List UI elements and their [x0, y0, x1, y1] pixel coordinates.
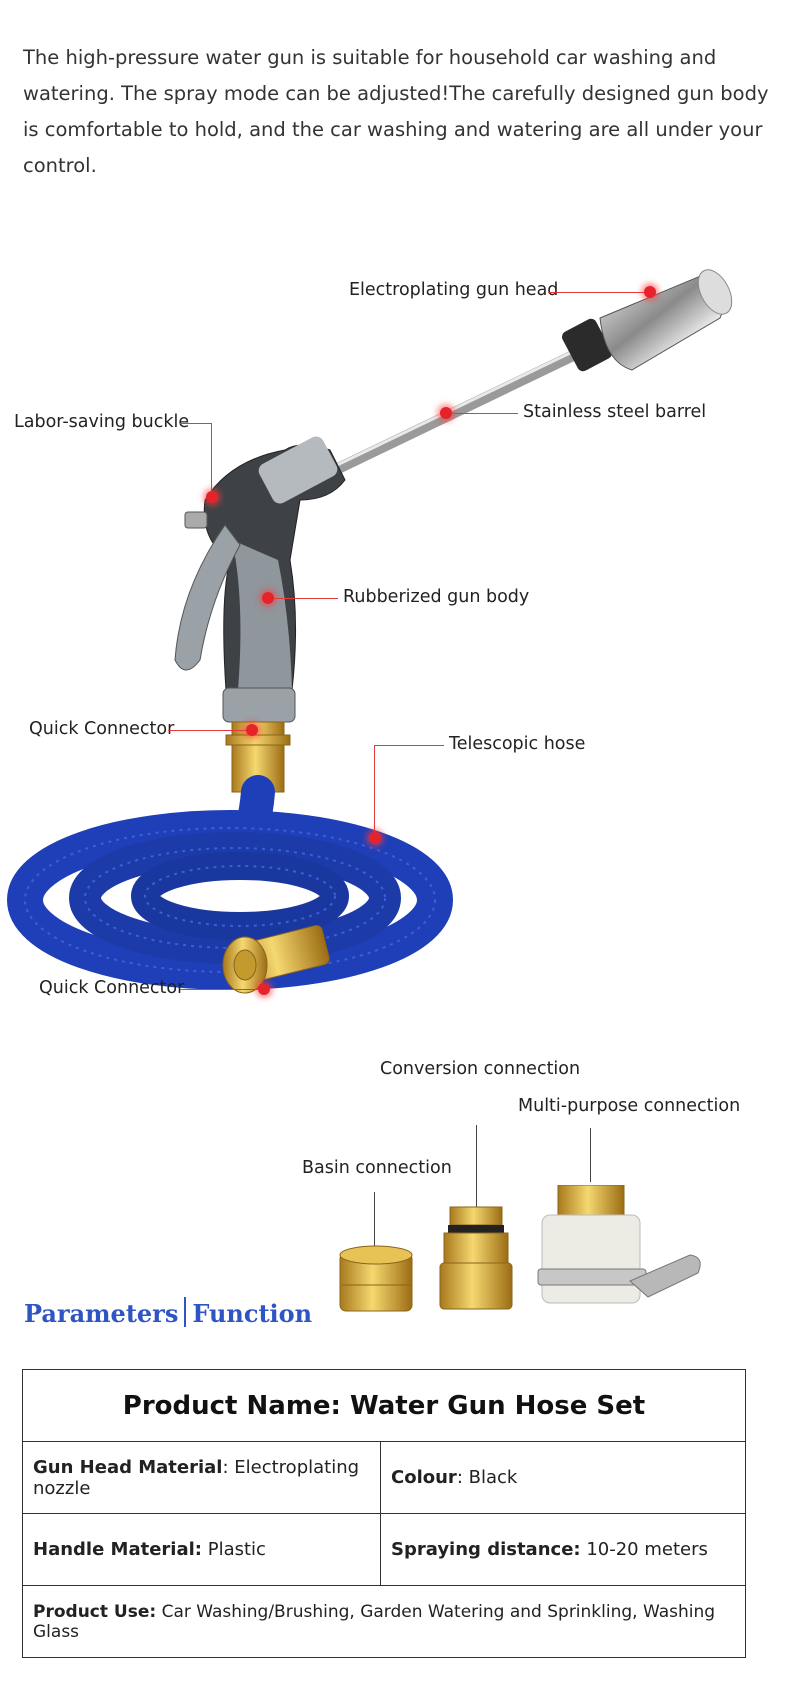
key-colour: Colour — [391, 1467, 457, 1488]
cell-use: Product Use: Car Washing/Brushing, Garde… — [22, 1585, 746, 1658]
val-spray: 10-20 meters — [580, 1539, 708, 1560]
cell-spray: Spraying distance: 10-20 meters — [380, 1513, 746, 1586]
water-gun-illustration — [7, 269, 733, 994]
callout-line-barrel — [446, 413, 518, 414]
section-parameters: Parameters — [24, 1299, 179, 1328]
accessories-illustration — [339, 1185, 701, 1312]
table-title: Product Name: Water Gun Hose Set — [22, 1369, 746, 1442]
val-gun-head: : Electroplating nozzle — [33, 1456, 360, 1499]
label-gun-head: Electroplating gun head — [349, 280, 559, 300]
key-use: Product Use: — [33, 1601, 157, 1622]
label-multi: Multi-purpose connection — [518, 1096, 741, 1116]
val-handle: Plastic — [202, 1539, 266, 1560]
callout-dot-buckle — [206, 491, 218, 503]
table-row: Handle Material: Plastic Spraying distan… — [22, 1513, 746, 1586]
table-row: Product Name: Water Gun Hose Set — [22, 1369, 746, 1442]
section-heading: Parameters Function — [24, 1297, 312, 1328]
key-handle: Handle Material: — [33, 1539, 202, 1560]
parameters-table: Product Name: Water Gun Hose Set Gun Hea… — [22, 1369, 746, 1658]
cell-handle: Handle Material: Plastic — [22, 1513, 381, 1586]
section-function: Function — [192, 1299, 313, 1328]
val-use: Car Washing/Brushing, Garden Watering an… — [33, 1601, 716, 1642]
label-buckle: Labor-saving buckle — [14, 412, 190, 432]
pointer-multi — [590, 1128, 591, 1182]
val-colour: : Black — [456, 1467, 518, 1488]
pointer-conversion — [476, 1125, 477, 1215]
callout-line-body — [268, 598, 338, 599]
label-connector-top: Quick Connector — [29, 719, 175, 739]
callout-dot-gun-head — [644, 286, 656, 298]
label-hose: Telescopic hose — [449, 734, 586, 754]
cell-gun-head: Gun Head Material: Electroplating nozzle — [22, 1441, 381, 1514]
callout-line-gun-head — [548, 292, 648, 293]
callout-line-connector-top — [168, 730, 248, 731]
cell-colour: Colour: Black — [380, 1441, 746, 1514]
callout-dot-barrel — [440, 407, 452, 419]
callout-line-connector-bottom — [180, 989, 260, 990]
label-basin: Basin connection — [302, 1158, 452, 1178]
callout-dot-connector-bottom — [258, 983, 270, 995]
intro-text: The high-pressure water gun is suitable … — [23, 46, 769, 177]
callout-line-hose-v — [374, 745, 375, 837]
pointer-basin — [374, 1192, 375, 1250]
callout-line-hose-h — [374, 745, 444, 746]
label-barrel: Stainless steel barrel — [523, 402, 707, 422]
label-body: Rubberized gun body — [343, 587, 530, 607]
callout-line-buckle-h — [180, 423, 211, 424]
label-conversion: Conversion connection — [380, 1059, 581, 1079]
table-row: Product Use: Car Washing/Brushing, Garde… — [22, 1585, 746, 1658]
callout-line-buckle-v — [211, 423, 212, 497]
callout-dot-body — [262, 592, 274, 604]
key-spray: Spraying distance: — [391, 1539, 581, 1560]
key-gun-head: Gun Head Material — [33, 1456, 223, 1478]
label-connector-bottom: Quick Connector — [39, 978, 185, 998]
callout-dot-connector-top — [246, 724, 258, 736]
section-divider — [184, 1297, 187, 1327]
callout-dot-hose — [369, 832, 381, 844]
table-row: Gun Head Material: Electroplating nozzle… — [22, 1441, 746, 1514]
